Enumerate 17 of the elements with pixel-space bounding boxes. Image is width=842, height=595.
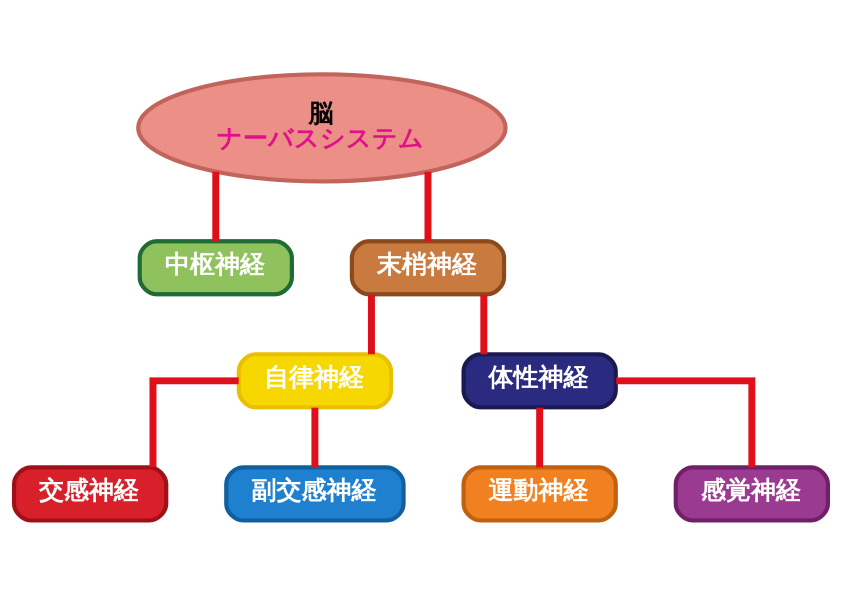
node-box: 体性神経 xyxy=(461,352,618,410)
node-box: 末梢神経 xyxy=(350,239,506,296)
node-box: 自律神経 xyxy=(236,352,394,410)
node-ellipse: 脳 ナーバスシステム xyxy=(136,72,508,184)
connector xyxy=(536,408,544,468)
node-box: 中枢神経 xyxy=(138,239,294,296)
connector xyxy=(480,294,488,354)
node-box: 交感神経 xyxy=(12,465,168,522)
node-box: 副交感神経 xyxy=(224,465,406,522)
connector xyxy=(311,408,318,468)
connector xyxy=(616,377,756,468)
node-box: 運動神経 xyxy=(461,465,618,522)
connector xyxy=(424,172,432,242)
connector xyxy=(212,172,220,242)
connector xyxy=(149,377,239,468)
node-box: 感覚神経 xyxy=(674,465,830,522)
connector xyxy=(368,294,375,354)
